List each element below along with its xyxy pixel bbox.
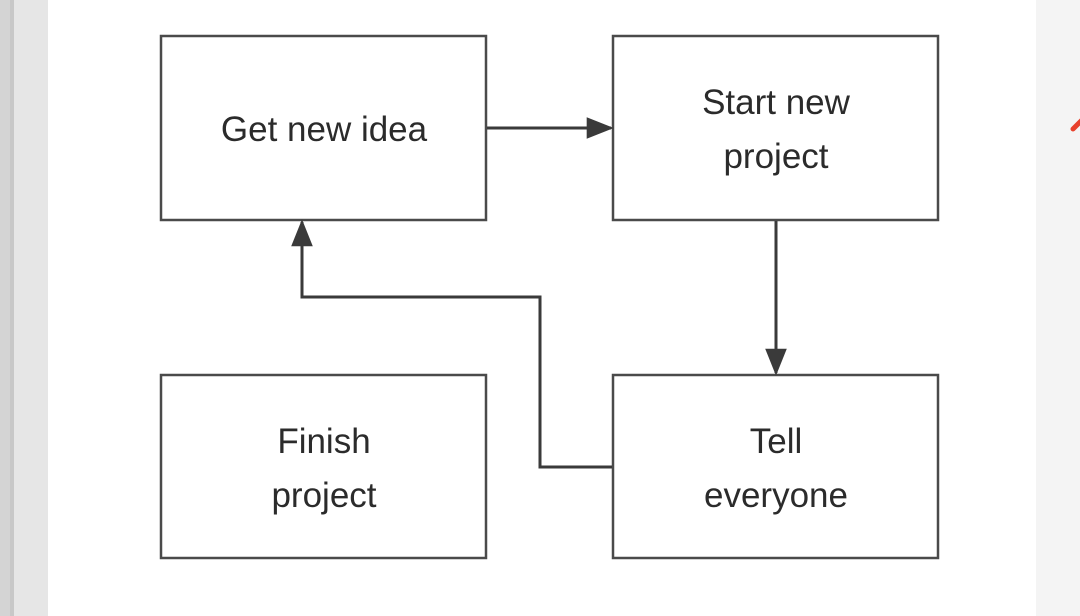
node-box (159, 373, 488, 560)
node-label-line-1: Start new (702, 83, 851, 122)
arrow-tell-to-idea (291, 219, 612, 469)
left-window-strip (0, 0, 10, 616)
node-label-line-2: project (271, 476, 376, 515)
node-label-line-2: everyone (704, 476, 848, 515)
node-start-new-project: Start new project (611, 34, 940, 222)
left-window-edge (10, 0, 14, 616)
node-label: Get new idea (221, 110, 428, 149)
node-box (159, 34, 488, 222)
node-finish-project: Finish project (159, 373, 488, 560)
node-label-line-1: Finish (277, 422, 370, 461)
node-tell-everyone: Tell everyone (611, 373, 940, 560)
right-margin (1036, 0, 1080, 616)
node-get-new-idea: Get new idea (159, 34, 488, 222)
node-label-line-1: Tell (750, 422, 803, 461)
red-annotation-mark (1068, 118, 1080, 134)
node-box (611, 373, 940, 560)
node-box (611, 34, 940, 222)
node-label-line-2: project (723, 137, 828, 176)
